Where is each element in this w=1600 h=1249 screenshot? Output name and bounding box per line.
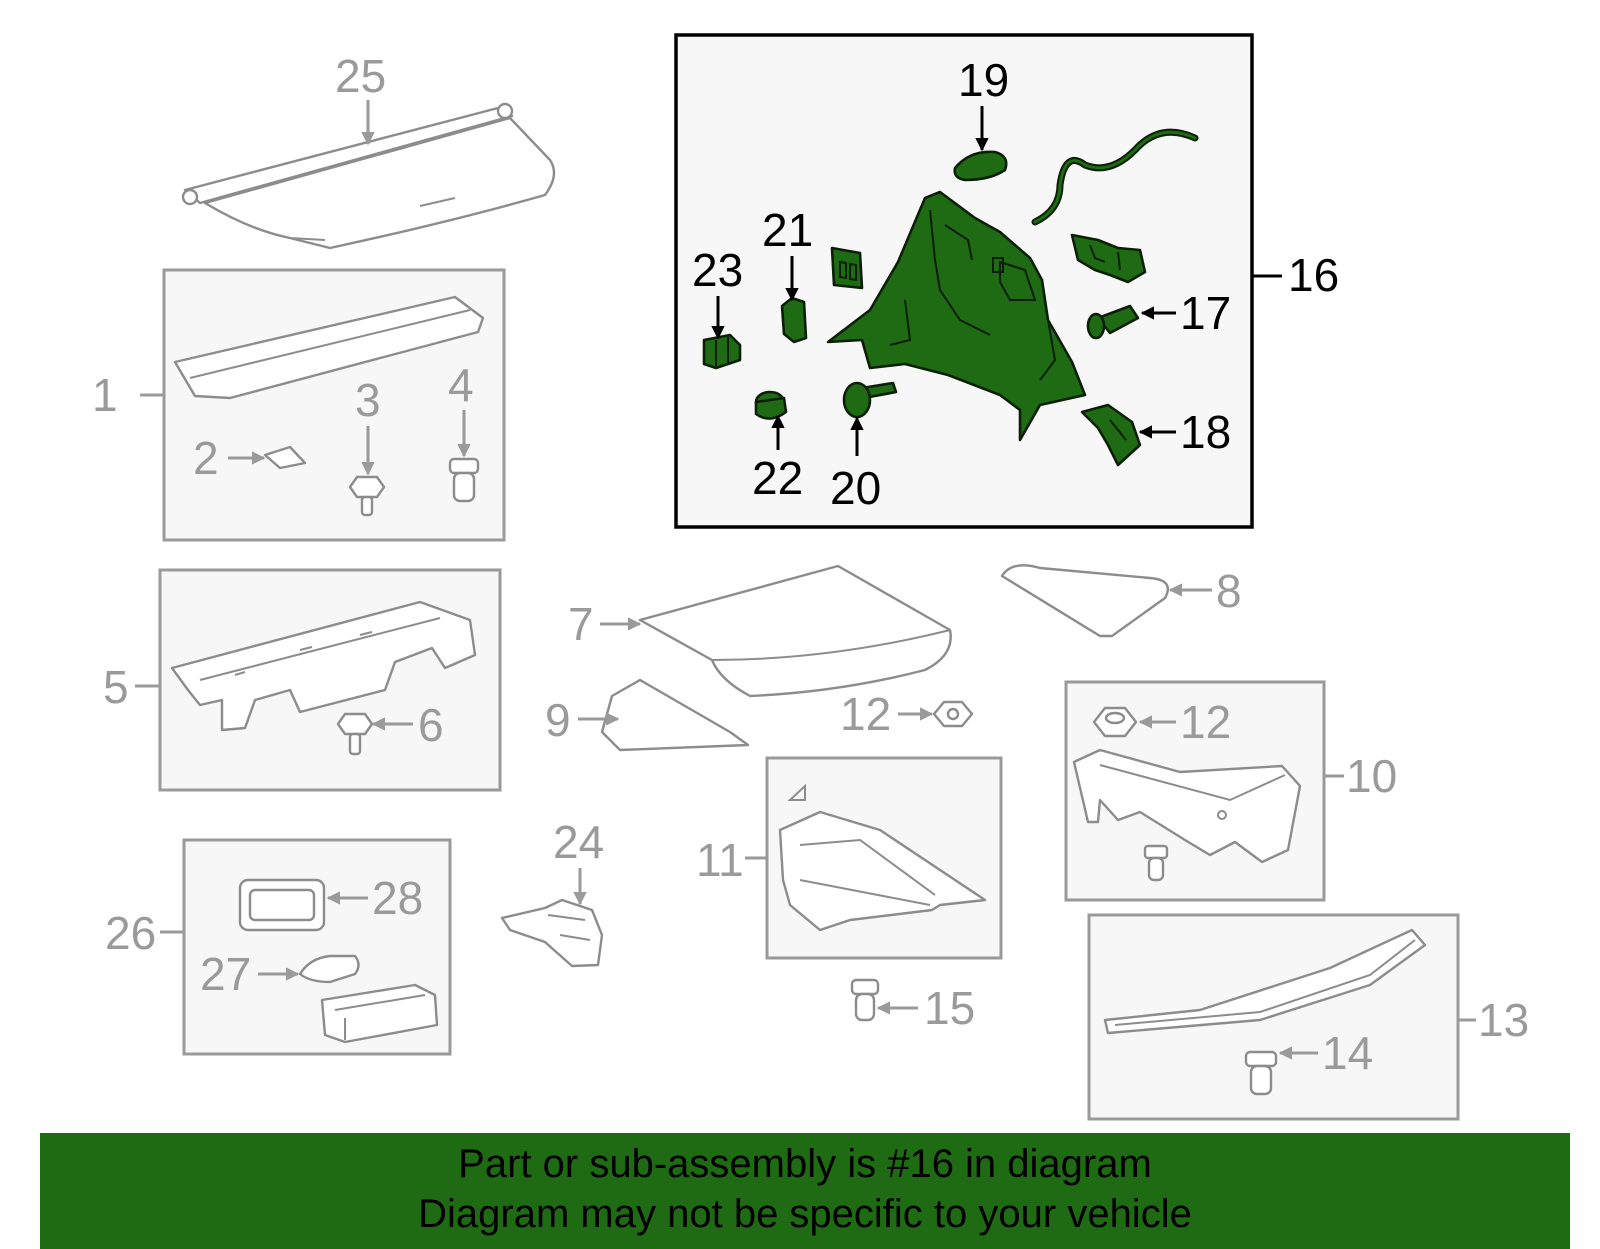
part-26-lamp-housing[interactable] [320, 983, 439, 1044]
callout-13: 13 [1478, 994, 1529, 1046]
callout-12a: 12 [840, 688, 891, 740]
callout-19: 19 [958, 54, 1009, 106]
part-16-connector[interactable] [1070, 233, 1147, 284]
banner-line-2: Diagram may not be specific to your vehi… [418, 1192, 1192, 1236]
callout-21: 21 [762, 204, 813, 256]
part-23-retainer[interactable] [702, 333, 742, 370]
callout-9: 9 [545, 694, 571, 746]
part-5-bracket[interactable] [170, 600, 477, 732]
callout-5: 5 [103, 661, 129, 713]
callout-14: 14 [1322, 1027, 1373, 1079]
part-4-clip[interactable] [448, 457, 480, 503]
callout-26: 26 [105, 907, 156, 959]
callout-12b: 12 [1180, 696, 1231, 748]
part-1-deck-board[interactable] [173, 295, 485, 400]
callout-27: 27 [200, 948, 251, 1000]
callout-10: 10 [1346, 750, 1397, 802]
part-6-screw[interactable] [336, 712, 374, 756]
part-14-clip[interactable] [1244, 1050, 1278, 1096]
part-15-clip[interactable] [850, 978, 880, 1022]
part-9-cover[interactable] [600, 678, 750, 752]
callout-16: 16 [1288, 249, 1339, 301]
callout-6: 6 [418, 699, 444, 751]
part-27-bulb[interactable] [298, 954, 360, 984]
callout-3: 3 [355, 374, 381, 426]
part-18-hook[interactable] [1080, 403, 1142, 467]
part-17-bolt[interactable] [1086, 304, 1140, 340]
part-12-nut[interactable] [932, 700, 974, 728]
part-13-scuff-plate[interactable] [1103, 928, 1427, 1035]
callout-22: 22 [752, 452, 803, 504]
info-banner: Part or sub-assembly is #16 in diagram D… [40, 1133, 1570, 1249]
banner-line-1: Part or sub-assembly is #16 in diagram [458, 1142, 1152, 1186]
callout-1: 1 [92, 369, 118, 421]
part-2-clip[interactable] [263, 445, 307, 470]
callout-8: 8 [1216, 565, 1242, 617]
part-11-storage-tray[interactable] [778, 783, 987, 932]
callout-24: 24 [553, 816, 604, 868]
part-8-trim-panel[interactable] [1000, 564, 1170, 638]
part-21-clip-block[interactable] [830, 246, 864, 290]
part-25-tonneau-cover[interactable] [181, 102, 556, 250]
part-24-bracket[interactable] [500, 898, 604, 968]
callout-28: 28 [372, 872, 423, 924]
callout-4: 4 [448, 359, 474, 411]
part-12-nut-2[interactable] [1092, 706, 1138, 738]
callout-2: 2 [193, 432, 219, 484]
callout-7: 7 [568, 598, 594, 650]
callout-20: 20 [830, 462, 881, 514]
part-28-lens[interactable] [238, 878, 326, 932]
part-3-screw[interactable] [348, 475, 386, 517]
part-16-quarter-trim-panel[interactable] [826, 190, 1087, 442]
callout-18: 18 [1180, 406, 1231, 458]
part-10-clip[interactable] [1143, 844, 1169, 882]
callout-15: 15 [924, 982, 975, 1034]
callout-17: 17 [1180, 287, 1231, 339]
part-21-clip[interactable] [780, 296, 808, 344]
part-22-grommet[interactable] [754, 390, 788, 420]
callout-11: 11 [696, 834, 744, 886]
callout-23: 23 [692, 244, 743, 296]
part-10-side-tray[interactable] [1072, 748, 1302, 864]
part-7-cargo-mat[interactable] [638, 564, 952, 698]
part-19-cap[interactable] [953, 150, 1008, 182]
callout-25: 25 [335, 50, 386, 102]
